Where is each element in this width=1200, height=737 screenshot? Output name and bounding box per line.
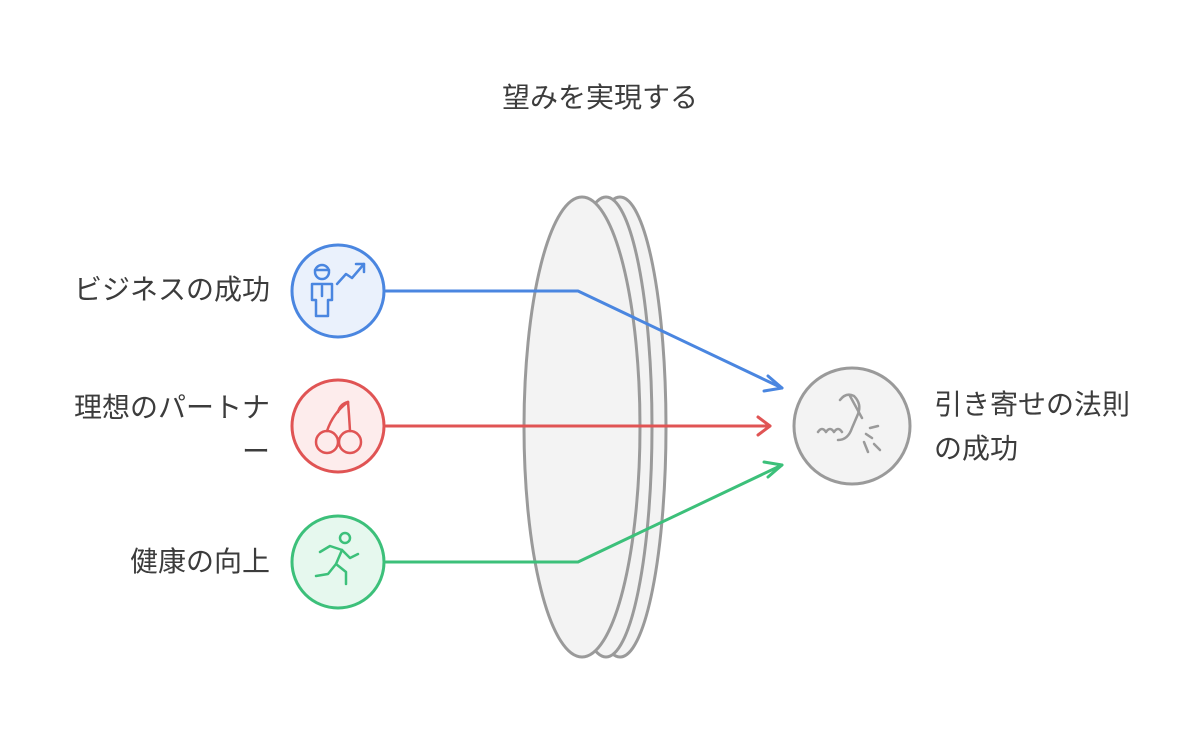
input-label-business-line: ビジネスの成功 [73,273,270,306]
input-label-health-line: 健康の向上 [129,545,270,578]
input-node-business [290,243,386,339]
input-node-partner [290,378,386,474]
cherries-icon [314,400,363,455]
input-label-business: ビジネスの成功 [74,270,270,310]
input-label-partner: 理想のパートナ ー [74,386,270,474]
connector-business [384,289,784,390]
diagram-title: 望みを実現する [501,81,698,114]
connector-health [384,463,784,564]
input-circle-business [290,243,386,339]
input-node-health [290,514,386,610]
result-label-line-1: 引き寄せの法則 [934,388,1131,421]
result-label-line-2: の成功 [934,432,1019,465]
connector-business-arrowhead [762,374,784,393]
connectors [384,289,784,564]
input-label-partner-line-1: 理想のパートナ [73,391,270,424]
result-label: 引き寄せの法則 の成功 [934,383,1174,471]
input-circle-partner [290,378,386,474]
running-person-icon [314,531,360,586]
businessman-growth-icon [310,262,366,318]
result-node [792,366,912,486]
pointing-hand-icon [816,393,882,454]
input-label-health: 健康の向上 [130,542,270,582]
connector-partner-arrowhead [756,415,772,437]
input-label-partner-line-2: ー [241,435,270,468]
connector-health-arrowhead [762,460,784,479]
